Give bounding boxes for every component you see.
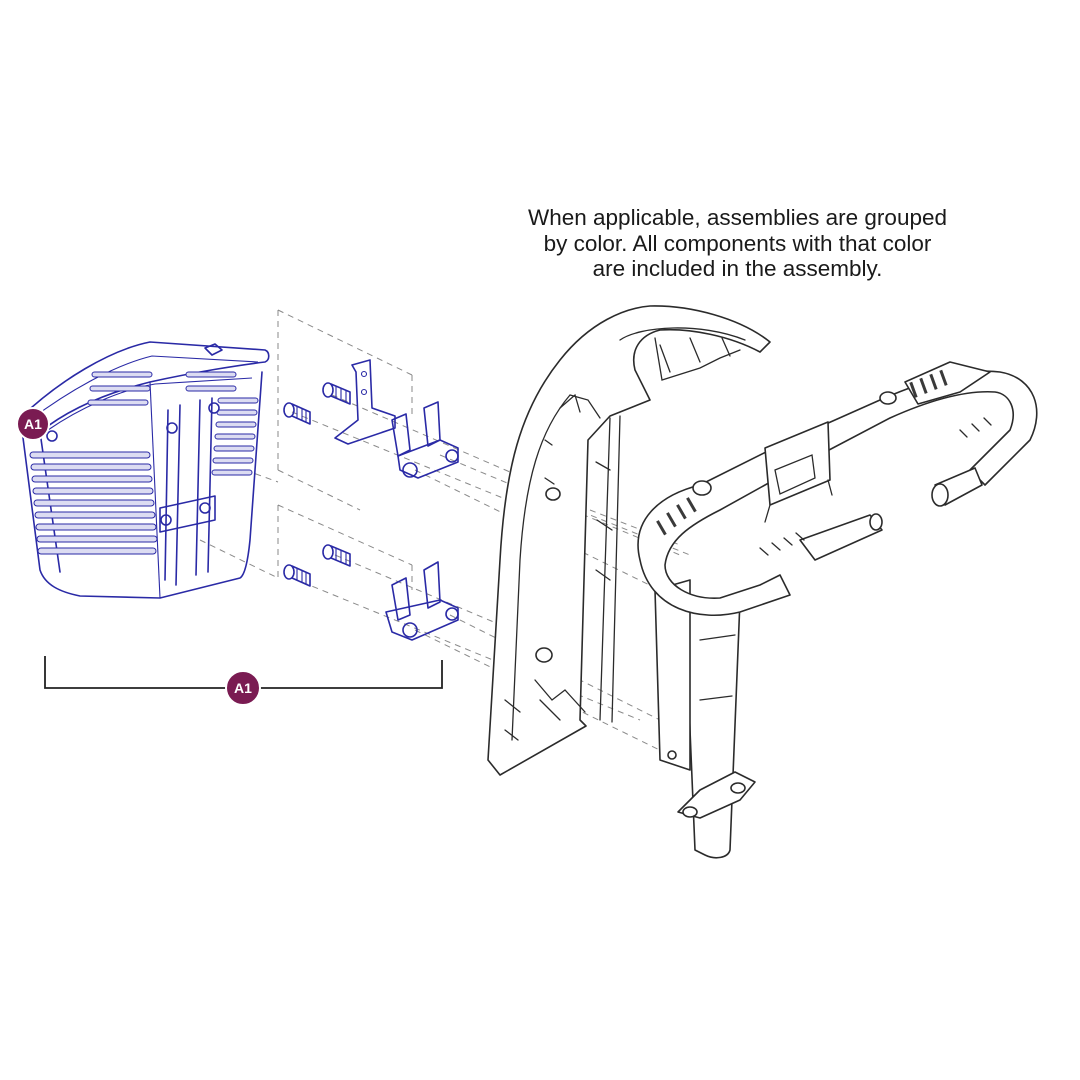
clip-bracket-upper <box>391 401 459 479</box>
front-shroud <box>487 305 771 776</box>
bolt-lower-1 <box>283 564 311 587</box>
callout-a1-bracket: A1 <box>225 670 261 706</box>
grip-texture <box>656 369 948 536</box>
basket-assembly <box>19 341 270 599</box>
bolt-upper-1 <box>283 402 311 425</box>
callout-label: A1 <box>234 680 252 696</box>
callout-badge <box>16 407 50 441</box>
callout-label: A1 <box>24 416 42 432</box>
mount-hardware <box>283 359 459 641</box>
note-line-2: by color. All components with that color <box>543 230 932 256</box>
basket-inner-vents <box>87 371 237 406</box>
callout-a1-basket: A1 <box>16 407 50 441</box>
bolt-lower-2 <box>322 544 351 567</box>
assembly-color-note: When applicable, assemblies are grouped … <box>470 205 1005 282</box>
bolt-upper-2 <box>322 382 351 405</box>
clip-bracket-lower <box>385 561 459 641</box>
note-line-1: When applicable, assemblies are grouped <box>528 205 947 230</box>
note-line-3: are included in the assembly. <box>592 256 883 281</box>
t-plate <box>334 359 396 445</box>
basket-front-vents <box>29 451 158 555</box>
handlebar-stem <box>637 361 1038 859</box>
callout-badge <box>225 670 261 706</box>
